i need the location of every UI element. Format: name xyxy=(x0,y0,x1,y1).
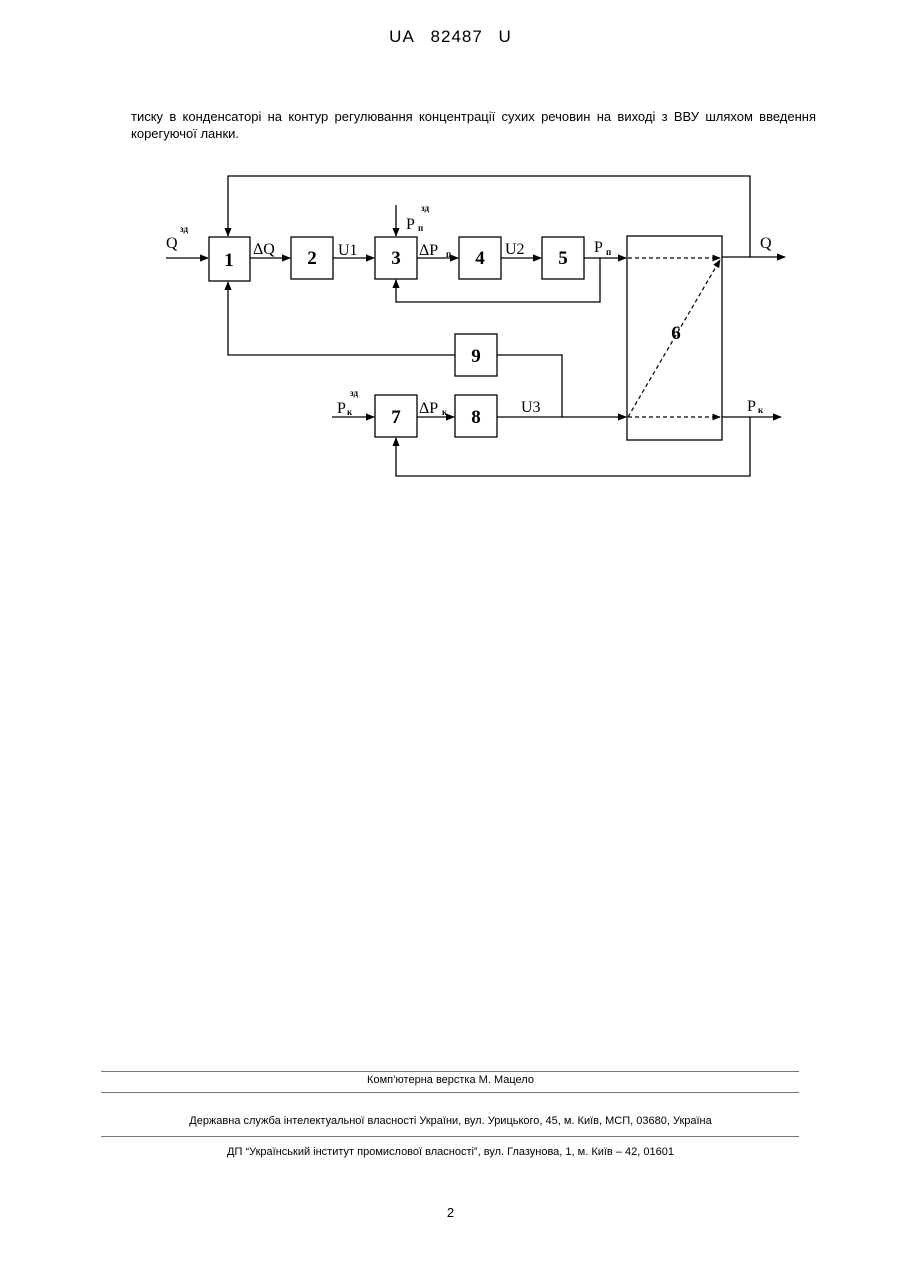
label-pp-out: P xyxy=(594,239,603,256)
footer-layout-credit: Комп’ютерна верстка М. Мацело xyxy=(0,1074,901,1086)
label-q-in-sup: зд xyxy=(180,224,188,234)
block-2-label: 2 xyxy=(307,248,317,269)
footer-institute: ДП “Український інститут промислової вла… xyxy=(0,1146,901,1158)
footer-rule-3 xyxy=(101,1136,799,1137)
label-dpk: ΔP xyxy=(419,400,438,417)
block-7-label: 7 xyxy=(391,407,401,428)
footer-rule-top xyxy=(101,1071,799,1072)
label-q-in: Q xyxy=(166,235,178,252)
footer-rule-2 xyxy=(101,1092,799,1093)
label-pp-set: P xyxy=(406,216,415,233)
label-q-out: Q xyxy=(760,235,772,252)
label-dpk-sub: к xyxy=(442,407,448,417)
label-u2: U2 xyxy=(505,241,525,258)
label-pp-set-sup: зд xyxy=(421,203,429,213)
page-number: 2 xyxy=(0,1205,901,1220)
label-dpp-sub: п xyxy=(446,249,451,259)
label-pk-in-sup: зд xyxy=(350,388,358,398)
footer-state-service: Державна служба інтелектуальної власност… xyxy=(0,1115,901,1127)
label-dpp: ΔP xyxy=(419,242,438,259)
block-4-label: 4 xyxy=(475,248,485,269)
label-u1: U1 xyxy=(338,242,358,259)
block-9-label: 9 xyxy=(471,346,481,367)
label-pk-in-sub: к xyxy=(347,407,353,417)
link-9-to-1 xyxy=(228,282,455,355)
label-dq: ΔQ xyxy=(253,241,275,258)
block-1-label: 1 xyxy=(224,250,234,271)
block-8-label: 8 xyxy=(471,407,481,428)
label-pp-set-sub: п xyxy=(418,223,423,233)
block-5-label: 5 xyxy=(558,248,568,269)
label-pk-out: P xyxy=(747,398,756,415)
label-pp-out-sub: п xyxy=(606,247,611,257)
block-6-label: 6 xyxy=(671,323,681,344)
label-pk-in: P xyxy=(337,400,346,417)
block-3-label: 3 xyxy=(391,248,401,269)
label-u3: U3 xyxy=(521,399,541,416)
label-pk-out-sub: к xyxy=(758,405,764,415)
